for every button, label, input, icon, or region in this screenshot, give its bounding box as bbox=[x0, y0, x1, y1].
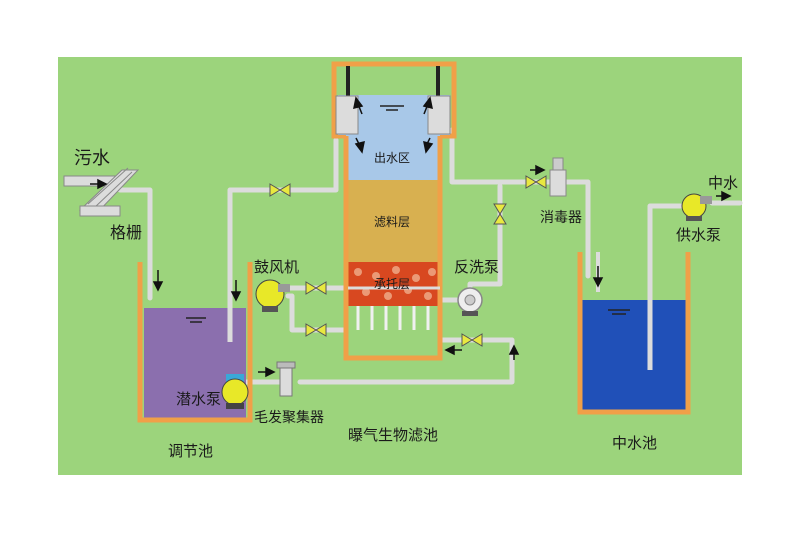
valve-icon bbox=[461, 333, 483, 347]
reclaimed-water-tank bbox=[577, 252, 691, 415]
arrow-left-icon bbox=[444, 344, 462, 356]
flow-arrows bbox=[90, 96, 732, 378]
baf-filter bbox=[331, 61, 457, 361]
valve-icon bbox=[493, 203, 507, 225]
disinfector-icon bbox=[549, 157, 567, 197]
label-backwash-pump: 反洗泵 bbox=[454, 258, 499, 276]
backwash-pump-icon bbox=[457, 287, 483, 316]
arrow-down-icon bbox=[152, 270, 164, 292]
hair-collector-icon bbox=[276, 361, 296, 397]
label-submersible-pump: 潜水泵 bbox=[176, 390, 221, 408]
label-blower: 鼓风机 bbox=[254, 258, 299, 276]
arrow-down-icon bbox=[230, 280, 242, 302]
submersible-pump-icon bbox=[221, 374, 249, 409]
arrow-down-icon bbox=[592, 266, 604, 288]
label-baf: 曝气生物滤池 bbox=[348, 426, 438, 444]
arrow-down-icon bbox=[354, 137, 365, 154]
valves bbox=[269, 175, 547, 347]
blower-icon bbox=[255, 279, 290, 312]
arrow-right-icon bbox=[258, 366, 276, 378]
arrow-up-icon bbox=[508, 344, 520, 360]
arrow-right-icon bbox=[716, 190, 732, 202]
arrow-right-icon bbox=[90, 178, 108, 190]
label-wastewater: 污水 bbox=[74, 148, 110, 169]
valve-icon bbox=[305, 281, 327, 295]
screen-unit bbox=[63, 167, 140, 217]
valve-icon bbox=[525, 175, 547, 189]
label-supply-pump: 供水泵 bbox=[676, 226, 721, 244]
pipe-outlet bbox=[449, 127, 591, 279]
supply-pump-icon bbox=[681, 193, 712, 221]
valve-icon bbox=[269, 183, 291, 197]
label-regulating-tank: 调节池 bbox=[168, 442, 213, 460]
pipe-inflow bbox=[117, 187, 153, 301]
arrow-up-icon bbox=[422, 96, 433, 115]
label-support-layer: 承托层 bbox=[374, 277, 410, 291]
arrow-up-icon bbox=[353, 96, 364, 115]
label-outlet-zone: 出水区 bbox=[374, 151, 410, 165]
label-media-layer: 滤料层 bbox=[374, 215, 410, 229]
label-disinfector: 消毒器 bbox=[540, 210, 582, 226]
arrow-down-icon bbox=[423, 137, 434, 154]
label-reclaimed-tank: 中水池 bbox=[612, 434, 657, 452]
valve-icon bbox=[305, 323, 327, 337]
label-hair-collector: 毛发聚集器 bbox=[254, 409, 324, 426]
label-screen: 格栅 bbox=[110, 223, 142, 242]
arrow-right-icon bbox=[530, 164, 546, 176]
label-reclaimed-water: 中水 bbox=[708, 174, 738, 192]
